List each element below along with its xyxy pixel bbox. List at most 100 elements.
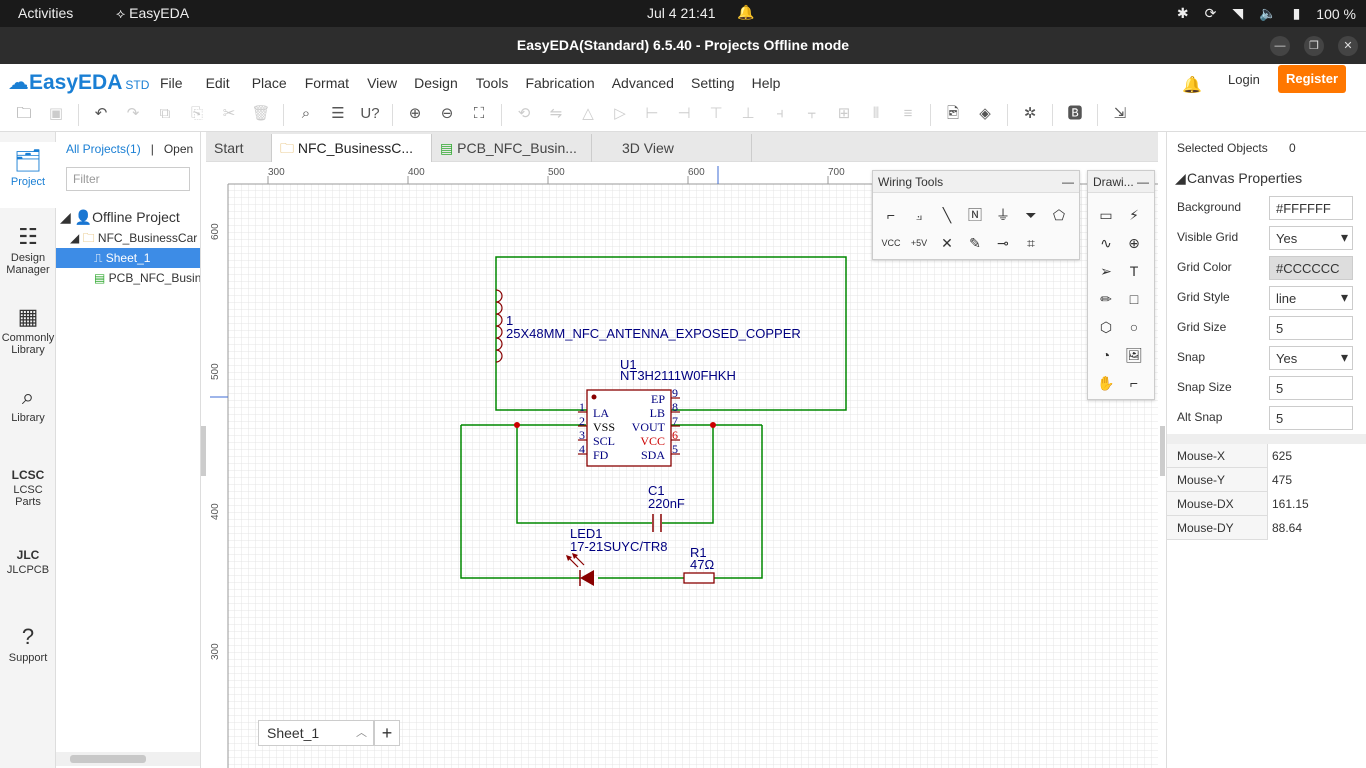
- nav-lcsc-parts[interactable]: LCSC LCSC Parts: [0, 468, 56, 514]
- project-filter-input[interactable]: Filter: [66, 167, 190, 191]
- rectangle-icon[interactable]: □: [1129, 291, 1139, 307]
- notification-icon[interactable]: 🔔: [1182, 77, 1202, 94]
- bring-front-icon[interactable]: ▷: [614, 105, 626, 122]
- tab-open[interactable]: Open: [163, 142, 194, 156]
- align-top-icon[interactable]: ⊤: [709, 105, 723, 122]
- scrollbar-thumb[interactable]: [70, 755, 146, 763]
- close-icon[interactable]: ✕: [1338, 36, 1358, 56]
- image-insert-icon[interactable]: 🖼: [1125, 347, 1143, 363]
- alt-snap-input[interactable]: 5: [1269, 406, 1353, 430]
- tree-folder-nfc[interactable]: ◢ 🗀 NFC_BusinessCar: [70, 231, 198, 245]
- u1-part-number[interactable]: NT3H2111W0FHKH: [620, 368, 736, 383]
- ground-icon[interactable]: ⏚: [996, 207, 1010, 223]
- sheet-selector[interactable]: Sheet_1︿: [258, 720, 374, 746]
- grid-size-input[interactable]: 5: [1269, 316, 1353, 340]
- net-label-icon[interactable]: 🄽: [968, 207, 982, 223]
- snap-size-input[interactable]: 5: [1269, 376, 1353, 400]
- nav-jlcpcb[interactable]: JLC JLCPCB: [0, 548, 56, 588]
- paste-icon[interactable]: ⎘: [190, 105, 203, 122]
- left-panel-collapse-handle[interactable]: [201, 426, 206, 476]
- bezier-icon[interactable]: ∿: [1100, 235, 1112, 251]
- snap-select[interactable]: Yes: [1269, 346, 1353, 370]
- menu-setting[interactable]: Setting: [690, 75, 735, 91]
- chevron-up-icon[interactable]: ︿: [356, 727, 367, 739]
- tab-all-projects[interactable]: All Projects(1): [66, 142, 141, 156]
- distribute-h-icon[interactable]: ⫴: [872, 105, 880, 122]
- plus5v-flag-icon[interactable]: +5V: [910, 238, 928, 248]
- save-icon[interactable]: ▣: [48, 105, 64, 122]
- menu-file[interactable]: File: [160, 75, 183, 91]
- antenna-label[interactable]: 25X48MM_NFC_ANTENNA_EXPOSED_COPPER: [506, 326, 801, 341]
- align-right-icon[interactable]: ⊣: [677, 105, 691, 122]
- led1-part-number[interactable]: 17-21SUYC/TR8: [570, 539, 668, 554]
- bom-icon[interactable]: 🅱: [1067, 105, 1083, 122]
- antenna-coil[interactable]: [495, 289, 503, 363]
- redo-icon[interactable]: ↷: [126, 105, 140, 122]
- visible-grid-select[interactable]: Yes: [1269, 226, 1353, 250]
- login-link[interactable]: Login: [1228, 72, 1260, 87]
- wires[interactable]: [460, 256, 847, 579]
- fit-view-icon[interactable]: ⛶: [473, 105, 485, 122]
- wire-icon[interactable]: ⌐: [886, 207, 896, 223]
- convert-pcb-icon[interactable]: ⇲: [1113, 105, 1127, 122]
- search-icon[interactable]: ⌕: [301, 105, 311, 122]
- minimize-icon[interactable]: —: [1270, 36, 1290, 56]
- copy-icon[interactable]: ⧉: [159, 105, 171, 122]
- c1-ref[interactable]: C1: [648, 483, 665, 498]
- align-center-h-icon[interactable]: ⫞: [776, 105, 784, 122]
- menu-design[interactable]: Design: [414, 75, 458, 91]
- group-icon[interactable]: ⌗: [1027, 235, 1035, 251]
- wire-led-left[interactable]: [460, 425, 580, 579]
- nav-commonly-library[interactable]: ▦ Commonly Library: [1, 304, 55, 356]
- align-bottom-icon[interactable]: ⊥: [741, 105, 755, 122]
- background-color-input[interactable]: #FFFFFF: [1269, 196, 1353, 220]
- cut-icon[interactable]: ✂: [222, 105, 236, 122]
- no-connect-icon[interactable]: ✕: [941, 235, 953, 251]
- pie-icon[interactable]: ◔: [1101, 347, 1111, 363]
- tab-3d-view[interactable]: 3D View: [592, 134, 752, 162]
- vcc-flag-icon[interactable]: VCC: [881, 238, 901, 248]
- tab-start[interactable]: Start: [206, 134, 272, 162]
- arc-center-icon[interactable]: ⊕: [1128, 235, 1140, 251]
- tree-horizontal-scrollbar[interactable]: [56, 752, 200, 766]
- wire-c1-left[interactable]: [516, 425, 652, 524]
- bus-entry-icon[interactable]: ╲: [942, 207, 952, 223]
- menu-edit[interactable]: Edit: [205, 75, 230, 91]
- add-sheet-button[interactable]: +: [374, 720, 400, 746]
- c1-value[interactable]: 220nF: [648, 496, 685, 511]
- freehand-icon[interactable]: ✏: [1100, 291, 1112, 307]
- tree-item-sheet[interactable]: ⎍ Sheet_1: [56, 248, 200, 268]
- zoom-in-icon[interactable]: ⊕: [408, 105, 422, 122]
- panel-minimize-icon[interactable]: —: [1137, 175, 1149, 189]
- nav-project[interactable]: 🗂 Project: [0, 142, 56, 208]
- polygon-icon[interactable]: ⬡: [1099, 319, 1113, 335]
- text-icon[interactable]: T: [1129, 263, 1139, 279]
- r1-resistor[interactable]: [683, 572, 715, 584]
- antenna-loop-wire[interactable]: [495, 256, 847, 411]
- pin-star-icon[interactable]: ✲: [1023, 105, 1037, 122]
- register-button[interactable]: Register: [1278, 65, 1346, 93]
- find-list-icon[interactable]: ☰: [331, 105, 345, 122]
- nav-design-manager[interactable]: ☷ Design Manager: [0, 224, 56, 284]
- delete-icon[interactable]: 🗑: [251, 105, 271, 122]
- tree-item-pcb[interactable]: ▤ PCB_NFC_Busin: [94, 271, 201, 285]
- schematic-drawing[interactable]: 300 400 500 600 700 600 500 400 300: [206, 162, 1158, 768]
- net-flag-icon[interactable]: ⬠: [1052, 207, 1066, 223]
- system-tray[interactable]: ✱ ⟳ ◥ 🔈 ▮ 100 %: [1177, 5, 1356, 22]
- cross-probe-icon[interactable]: U?: [360, 105, 380, 122]
- rotate-icon[interactable]: ⟲: [517, 105, 531, 122]
- menu-help[interactable]: Help: [751, 75, 781, 91]
- dimension-icon[interactable]: ⌐: [1129, 375, 1139, 391]
- wire-r1-right[interactable]: [714, 425, 763, 579]
- right-panel-collapse-handle[interactable]: [1160, 426, 1165, 476]
- r1-value[interactable]: 47Ω: [690, 557, 714, 572]
- net-port-icon[interactable]: ⏷: [1025, 207, 1037, 223]
- menu-format[interactable]: Format: [304, 75, 350, 91]
- undo-icon[interactable]: ↶: [94, 105, 108, 122]
- arrowhead-icon[interactable]: ➢: [1100, 263, 1112, 279]
- polyline-icon[interactable]: ⚡: [1129, 207, 1139, 223]
- menu-place[interactable]: Place: [251, 75, 287, 91]
- tree-root-offline-project[interactable]: ◢ 👤Offline Project: [60, 209, 180, 225]
- distribute-v-icon[interactable]: ≡: [903, 105, 913, 122]
- align-center-v-icon[interactable]: ⫟: [807, 105, 817, 122]
